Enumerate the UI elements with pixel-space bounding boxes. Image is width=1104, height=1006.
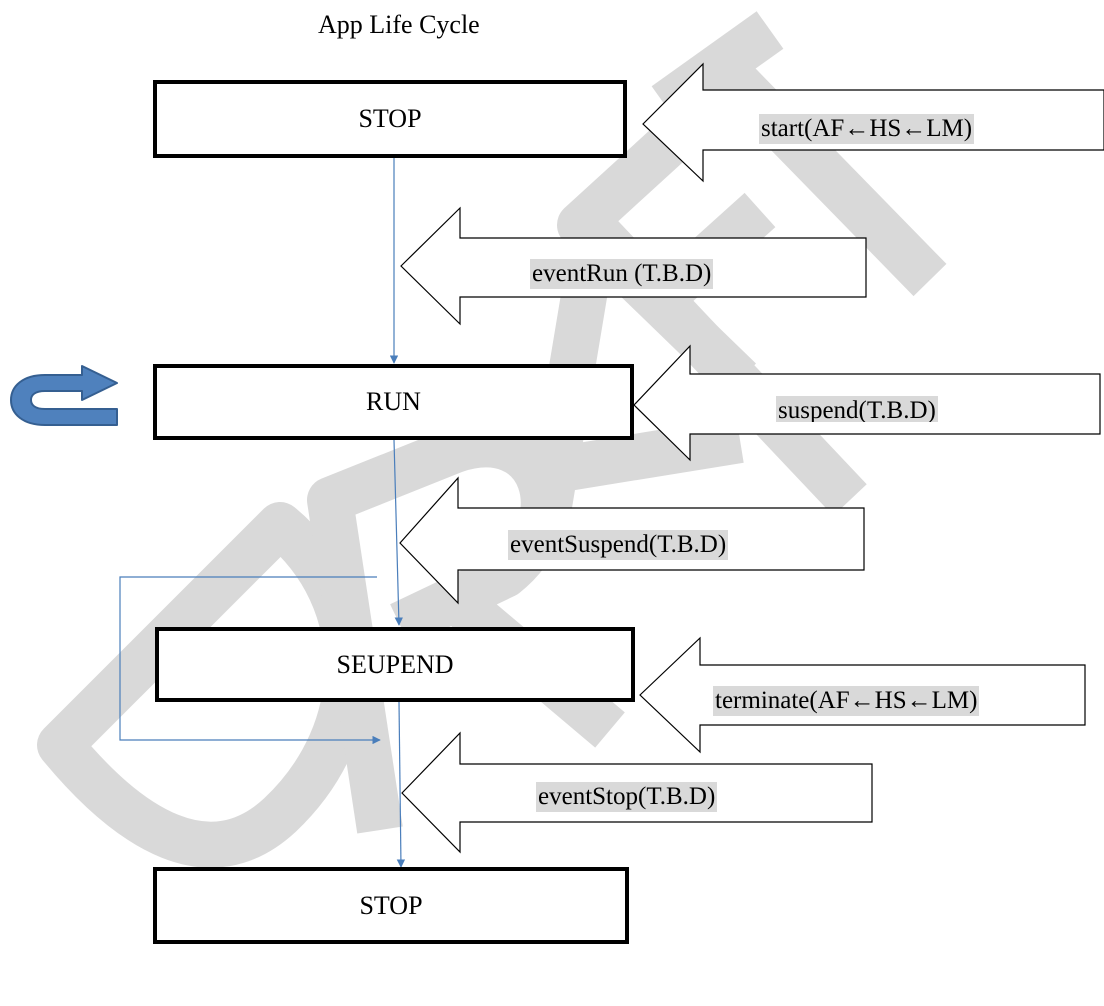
flow-suspend-to-stop: [396, 701, 406, 868]
u-turn-arrow-icon: [10, 365, 118, 426]
state-stop-bottom: STOP: [153, 867, 629, 944]
state-stop-bottom-label: STOP: [359, 890, 423, 920]
state-stop-top: STOP: [153, 80, 627, 158]
flow-bypass-run-to-stop: [119, 576, 381, 745]
state-run-label: RUN: [366, 387, 421, 416]
event-suspend-label: eventSuspend(T.B.D): [508, 530, 729, 560]
event-stop-label: eventStop(T.B.D): [536, 782, 718, 812]
state-suspend-label: SEUPEND: [336, 649, 454, 679]
state-suspend: SEUPEND: [155, 627, 635, 702]
terminate-command-label: terminate(AF←HS←LM): [713, 686, 980, 716]
event-run-label: eventRun (T.B.D): [530, 259, 714, 289]
flow-run-to-suspend: [393, 439, 403, 626]
start-command-label: start(AF←HS←LM): [759, 114, 975, 144]
state-stop-top-label: STOP: [358, 104, 422, 133]
diagram-title: App Life Cycle: [318, 10, 480, 39]
state-run: RUN: [153, 364, 634, 440]
suspend-command-label: suspend(T.B.D): [776, 396, 938, 422]
